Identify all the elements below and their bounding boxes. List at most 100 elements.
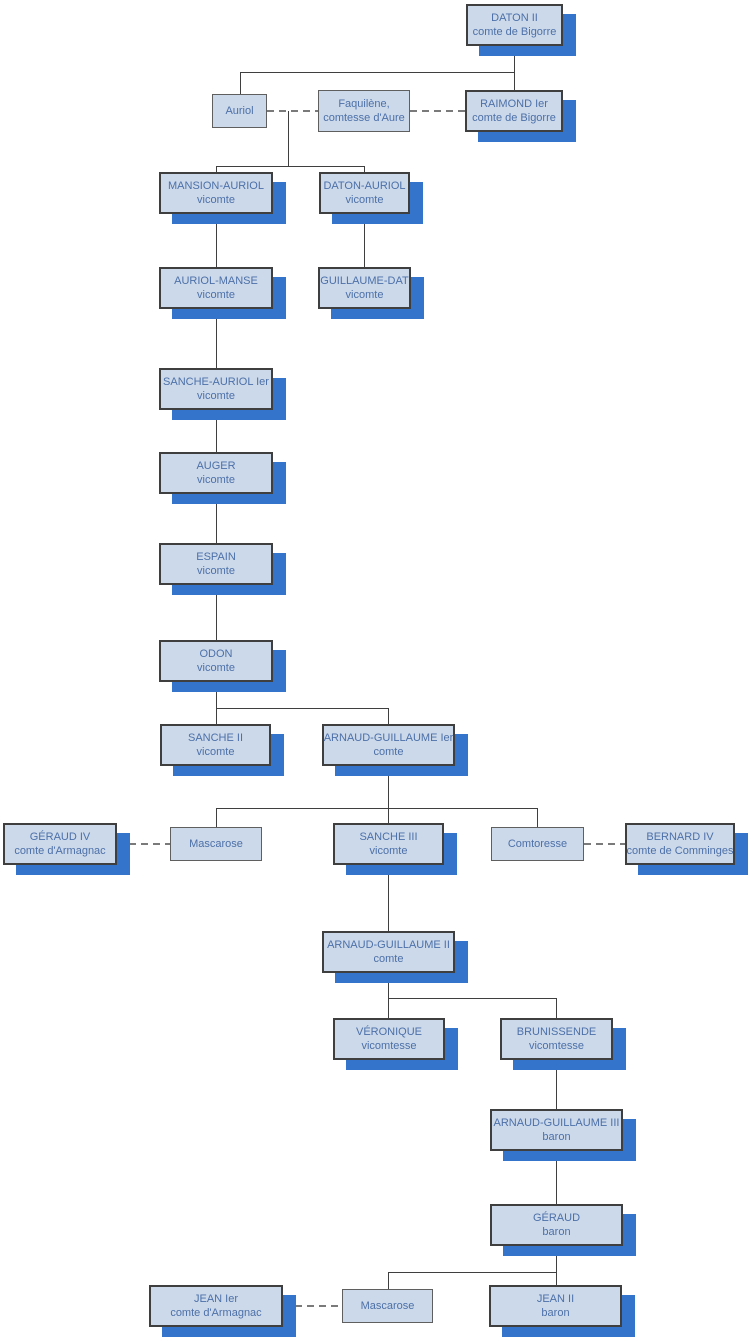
connector-line (388, 973, 389, 1018)
connector-line (388, 1272, 556, 1273)
person-title: vicomte (197, 662, 235, 674)
connector-line (388, 998, 556, 999)
node-daton-ii: DATON II comte de Bigorre (466, 4, 563, 46)
connector-line (388, 1272, 389, 1289)
person-title: baron (541, 1307, 570, 1319)
person-title: comte de Comminges (626, 845, 734, 857)
person-name: MANSION-AURIOL (168, 180, 264, 192)
person-name: Comtoresse (507, 838, 568, 850)
connector-line (388, 766, 389, 808)
person-name: SANCHE-AURIOL Ier (163, 376, 269, 388)
connector-line (388, 865, 389, 931)
person-name: BRUNISSENDE (516, 1026, 597, 1038)
node-raimond-ier: RAIMOND Ier comte de Bigorre (465, 90, 563, 132)
connector-line (216, 808, 537, 809)
node-daton-auriol: DATON-AURIOL vicomte (319, 172, 410, 214)
person-title: comte (373, 953, 404, 965)
person-name: GUILLAUME-DAT (320, 275, 409, 287)
connector-line (216, 682, 217, 724)
node-sanche-iii: SANCHE III vicomte (333, 823, 444, 865)
connector-line (216, 708, 388, 709)
person-name: GÉRAUD IV (29, 831, 91, 843)
person-name: GÉRAUD (532, 1212, 581, 1224)
connector-line (364, 166, 365, 172)
marriage-dash-line (117, 843, 170, 845)
connector-line (216, 166, 217, 172)
node-auriol: Auriol (212, 94, 267, 128)
person-title: vicomtesse (361, 1040, 417, 1052)
person-title: comte d'Armagnac (14, 845, 106, 857)
person-name: VÉRONIQUE (355, 1026, 422, 1038)
person-title: vicomte (197, 194, 235, 206)
person-title: comte de Bigorre (472, 112, 556, 124)
person-name: SANCHE II (187, 732, 243, 744)
node-jean-ii: JEAN II baron (489, 1285, 622, 1327)
person-name: Mascarose (189, 838, 243, 850)
connector-line (216, 494, 217, 543)
person-name: DATON-AURIOL (323, 180, 406, 192)
node-mansion-auriol: MANSION-AURIOL vicomte (159, 172, 273, 214)
person-name: Auriol (225, 105, 254, 117)
connector-line (556, 1245, 557, 1285)
person-title: vicomte (197, 390, 235, 402)
node-espain: ESPAIN vicomte (159, 543, 273, 585)
connector-line (556, 1151, 557, 1204)
person-title: comte d'Armagnac (170, 1307, 262, 1319)
node-mascarose-2: Mascarose (342, 1289, 433, 1323)
node-veronique: VÉRONIQUE vicomtesse (333, 1018, 445, 1060)
person-name: ESPAIN (196, 551, 236, 563)
person-name: RAIMOND Ier (480, 98, 548, 110)
node-mascarose: Mascarose (170, 827, 262, 861)
connector-line (556, 1060, 557, 1109)
node-geraud-iv: GÉRAUD IV comte d'Armagnac (3, 823, 117, 865)
person-title: vicomte (345, 289, 384, 301)
connector-line (388, 708, 389, 724)
connector-line (556, 998, 557, 1018)
node-auger: AUGER vicomte (159, 452, 273, 494)
connector-line (216, 808, 217, 827)
node-comtoresse: Comtoresse (491, 827, 584, 861)
node-jean-ier: JEAN Ier comte d'Armagnac (149, 1285, 283, 1327)
person-title: baron (542, 1131, 571, 1143)
connector-line (216, 410, 217, 452)
person-name: ARNAUD-GUILLAUME Ier (323, 732, 454, 744)
connector-line (240, 72, 514, 73)
person-name: DATON II (491, 12, 538, 24)
person-name: ODON (199, 648, 233, 660)
marriage-dash-line (267, 110, 318, 112)
person-name: JEAN Ier (193, 1293, 238, 1305)
connector-line (514, 46, 515, 90)
node-sanche-auriol-ier: SANCHE-AURIOL Ier vicomte (159, 368, 273, 410)
person-name: AUGER (196, 460, 236, 472)
person-title: baron (542, 1226, 571, 1238)
person-name: AURIOL-MANSE (174, 275, 258, 287)
person-title: comte de Bigorre (472, 26, 557, 38)
person-title: vicomte (197, 474, 235, 486)
person-title: vicomte (197, 565, 235, 577)
node-faquilene: Faquilène,comtesse d'Aure (318, 90, 410, 132)
connector-line (288, 111, 289, 166)
connector-line (216, 214, 217, 267)
person-name: JEAN II (536, 1293, 575, 1305)
person-name: SANCHE III (359, 831, 418, 843)
person-title: vicomte (369, 845, 408, 857)
person-title: vicomte (196, 746, 235, 758)
person-name: Mascarose (360, 1300, 415, 1312)
node-geraud: GÉRAUD baron (490, 1204, 623, 1246)
connector-line (216, 166, 364, 167)
connector-line (388, 808, 389, 823)
person-name: Faquilène, (338, 98, 390, 110)
person-name: ARNAUD-GUILLAUME II (327, 939, 450, 951)
connector-line (364, 214, 365, 267)
connector-line (216, 585, 217, 640)
marriage-dash-line (584, 843, 625, 845)
connector-line (240, 72, 241, 94)
marriage-dash-line (283, 1305, 342, 1307)
node-sanche-ii: SANCHE II vicomte (160, 724, 271, 766)
node-odon: ODON vicomte (159, 640, 273, 682)
person-title: vicomte (345, 194, 384, 206)
